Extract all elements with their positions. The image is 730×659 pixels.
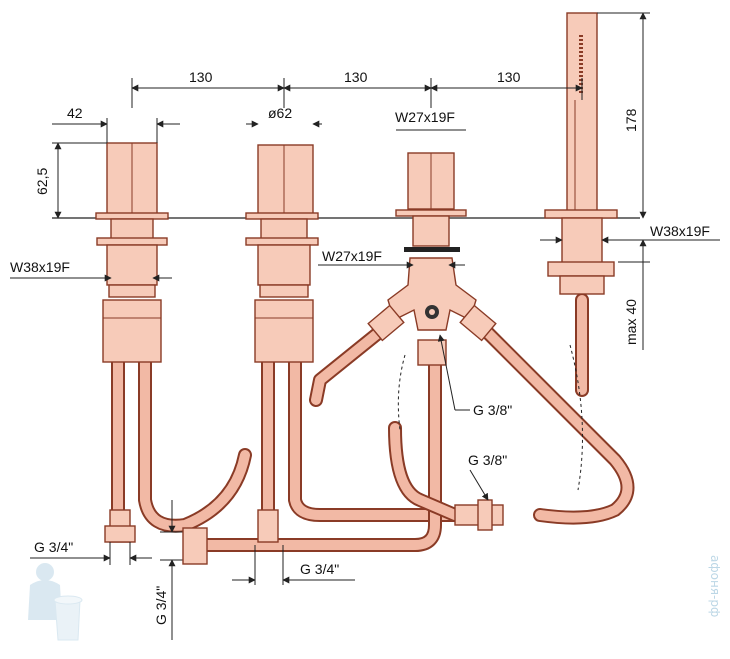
watermark-text: афоня-рф (708, 555, 722, 618)
dashed-hose-right (569, 344, 583, 491)
label-thread-w27-top: W27x19F (395, 109, 455, 125)
label-g34-bottom: G 3/4" (300, 561, 339, 577)
label-spacing-2: 130 (344, 69, 368, 85)
hoses (111, 293, 635, 552)
label-g34-left: G 3/4" (34, 539, 73, 555)
mixer-body (245, 144, 319, 543)
label-thread-w27-side: W27x19F (322, 248, 382, 264)
diverter-body (367, 152, 504, 531)
inlet-nut (182, 527, 208, 565)
label-width-spout: 42 (67, 105, 83, 121)
spout-body (95, 142, 169, 543)
label-hand-shower-height: 178 (623, 108, 639, 132)
hand-shower (544, 12, 618, 295)
label-g34-vertical: G 3/4" (153, 586, 169, 625)
dashed-hose-left (397, 354, 406, 431)
dimension-lines (10, 12, 720, 640)
label-g38-upper: G 3/8" (473, 402, 512, 418)
label-max-depth: max 40 (623, 299, 639, 345)
label-g38-lower: G 3/8" (468, 452, 507, 468)
label-spacing-1: 130 (189, 69, 213, 85)
label-height-spout: 62,5 (34, 168, 50, 195)
label-thread-w38-right: W38x19F (650, 223, 710, 239)
label-spacing-3: 130 (497, 69, 521, 85)
label-thread-w38-left: W38x19F (10, 259, 70, 275)
plumber-mascot-logo (28, 563, 83, 641)
label-diameter-mixer: ø62 (268, 105, 292, 121)
